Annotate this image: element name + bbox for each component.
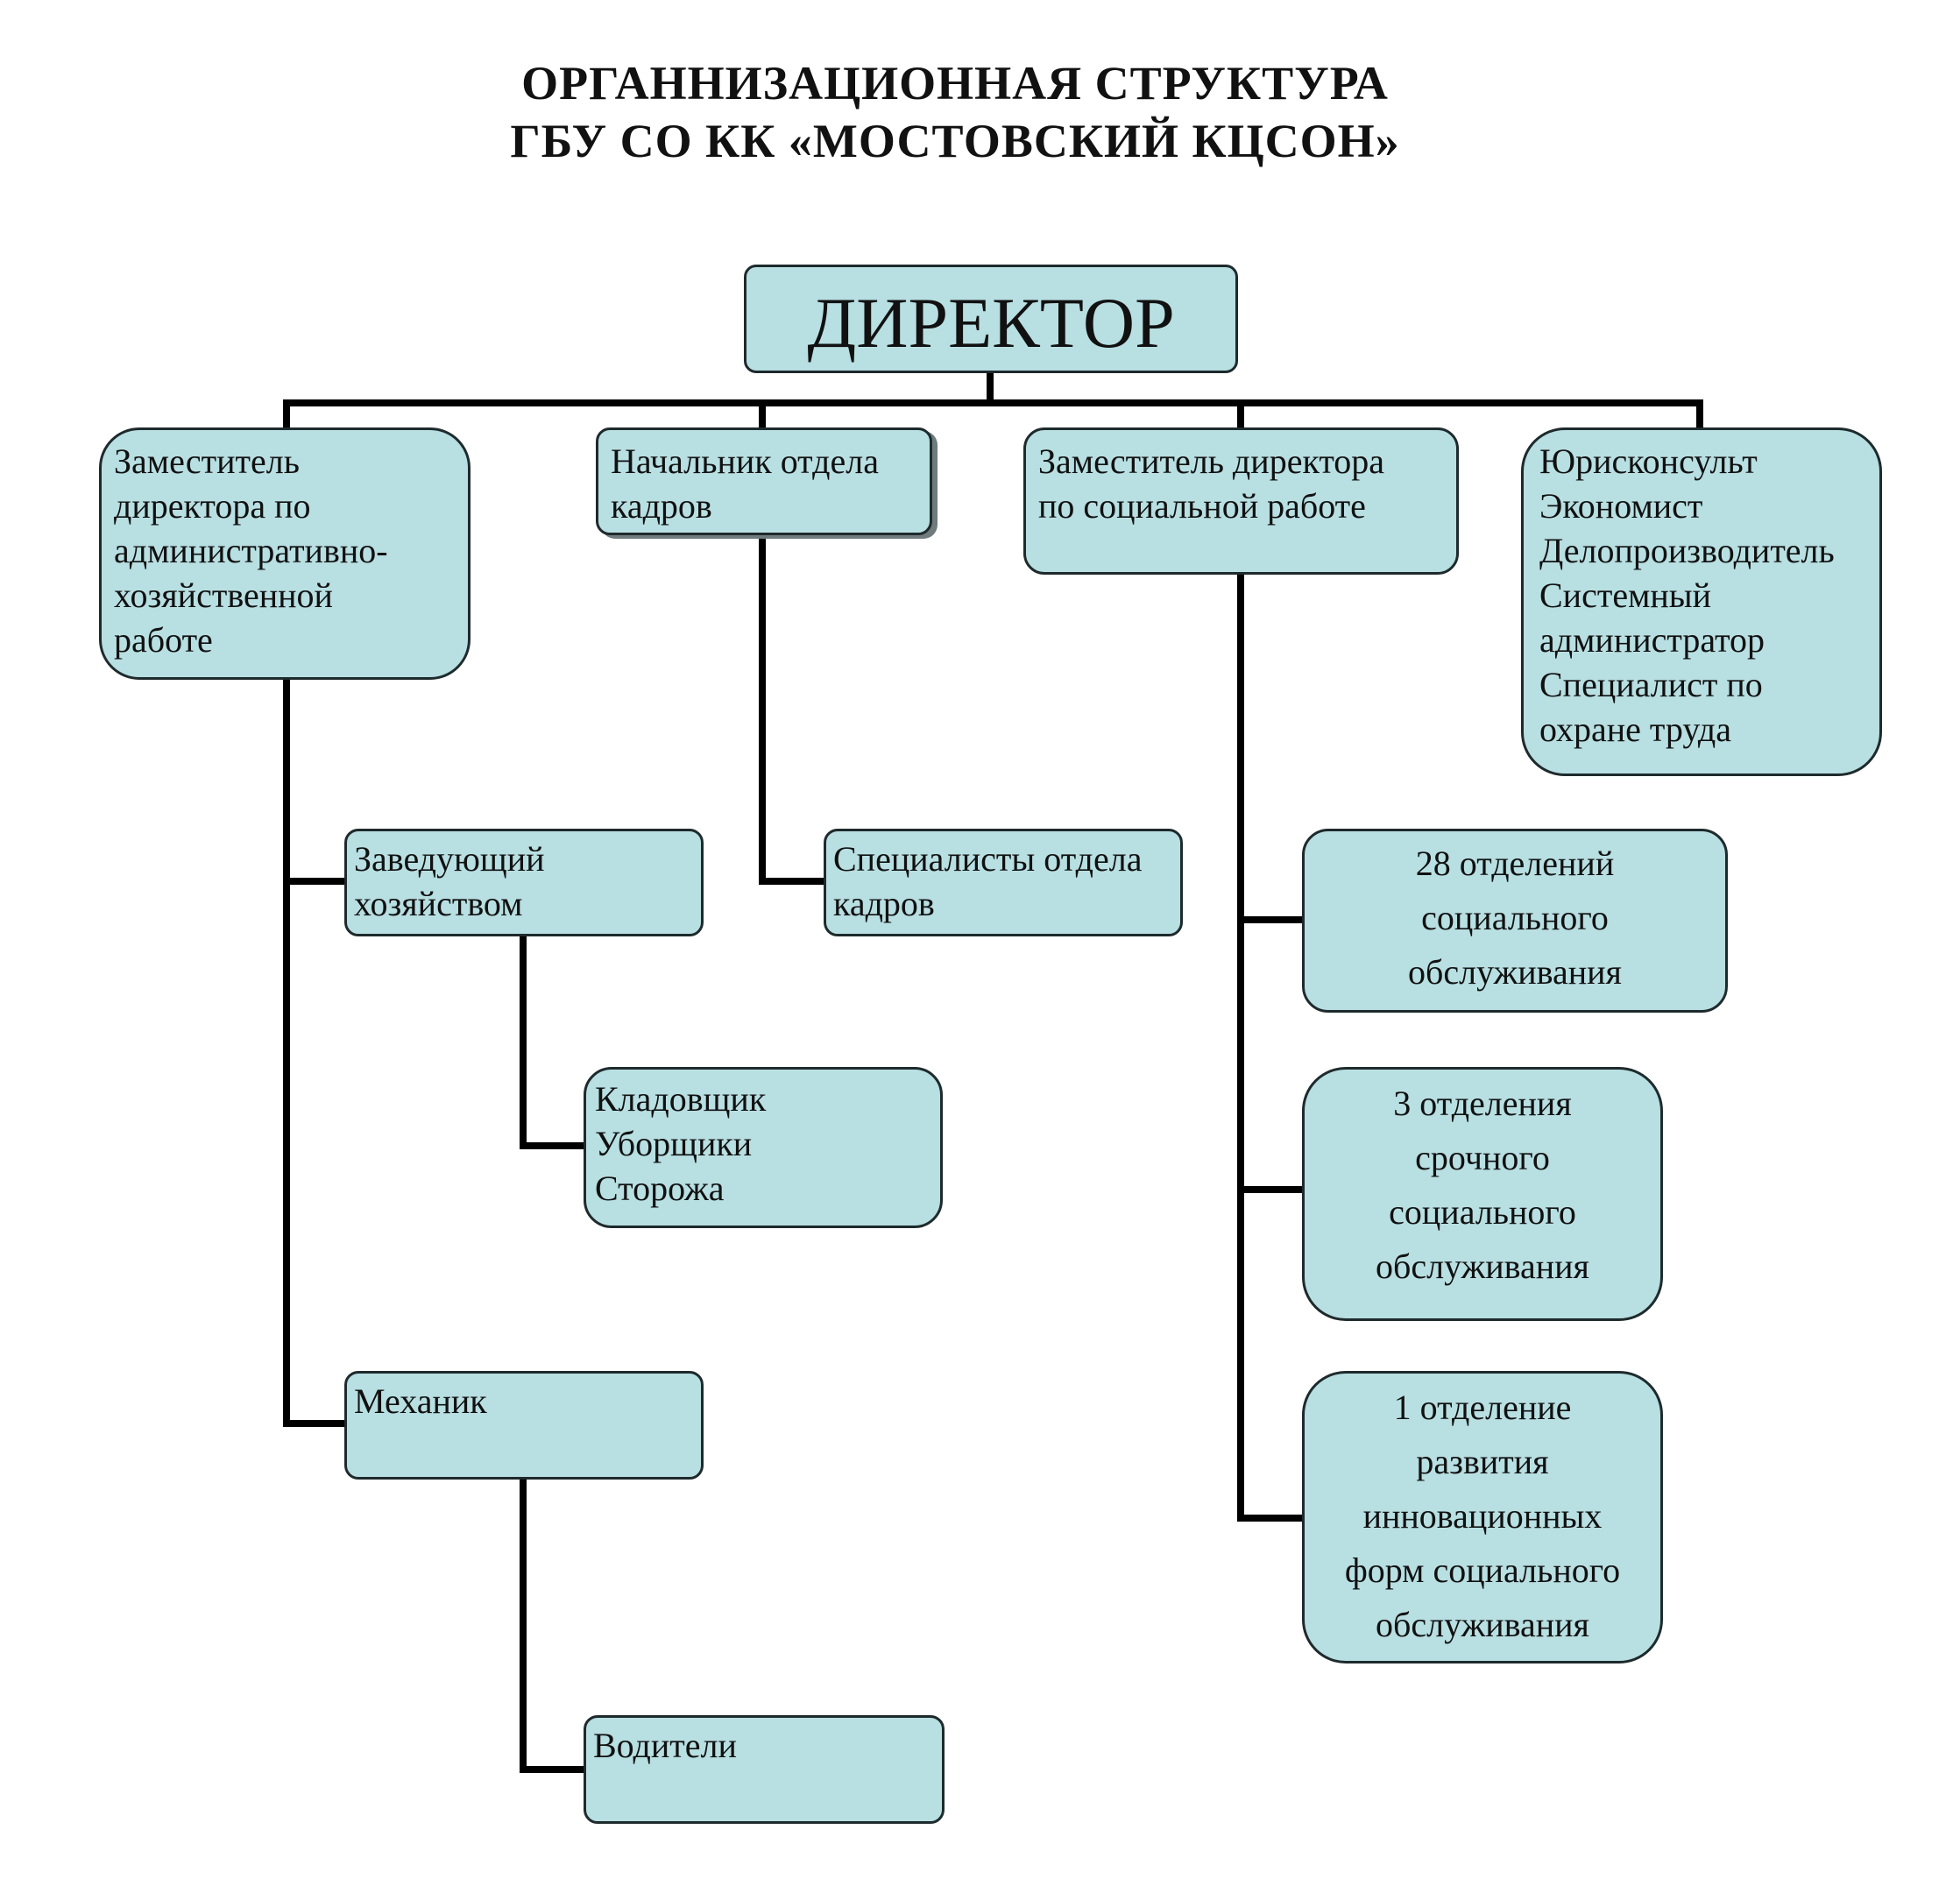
urgent-departments-line: социального — [1389, 1192, 1576, 1232]
hr-head-line: Начальник отдела — [611, 441, 879, 481]
deputy-admin-line: директора по — [114, 486, 311, 526]
staff-line: Экономист — [1539, 486, 1703, 526]
storekeeper-group-box: Кладовщик Уборщики Сторожа — [584, 1067, 943, 1228]
hr-specialists-line: Специалисты отдела — [833, 839, 1143, 879]
staff-line: охране труда — [1539, 710, 1731, 749]
staff-line: Системный — [1539, 576, 1712, 615]
drivers-line: Водители — [593, 1726, 737, 1765]
deputy-admin-line: Заместитель — [114, 441, 300, 481]
urgent-departments-box: 3 отделения срочного социального обслужи… — [1302, 1067, 1663, 1321]
page-title-line-1: ОРГАННИЗАЦИОННАЯ СТРУКТУРА — [521, 57, 1389, 109]
urgent-departments-line: 3 отделения — [1393, 1084, 1572, 1123]
drivers-box: Водители — [584, 1715, 945, 1824]
hr-specialists-line: кадров — [833, 884, 935, 923]
hr-specialists-box: Специалисты отдела кадров — [824, 829, 1183, 936]
innovation-department-line: 1 отделение — [1393, 1388, 1572, 1427]
urgent-departments-line: срочного — [1415, 1138, 1550, 1177]
storekeeper-group-line: Уборщики — [595, 1124, 753, 1163]
social-departments-box: 28 отделений социального обслуживания — [1302, 829, 1728, 1013]
mechanic-box: Механик — [344, 1371, 704, 1480]
mechanic-line: Механик — [354, 1381, 487, 1421]
page-title-line-2: ГБУ СО КК «МОСТОВСКИЙ КЦСОН» — [510, 115, 1400, 167]
innovation-department-line: обслуживания — [1376, 1605, 1589, 1644]
social-departments-line: социального — [1421, 898, 1609, 937]
staff-line: администратор — [1539, 620, 1765, 660]
innovation-department-line: форм социального — [1344, 1550, 1621, 1590]
staff-line: Делопроизводитель — [1539, 531, 1835, 570]
deputy-admin-line: хозяйственной — [114, 576, 333, 615]
innovation-department-line: инновационных — [1362, 1496, 1603, 1536]
deputy-admin-line: административно- — [114, 531, 388, 570]
deputy-social-line: по социальной работе — [1038, 486, 1366, 526]
deputy-social-box: Заместитель директора по социальной рабо… — [1023, 427, 1459, 575]
storekeeper-group-line: Кладовщик — [595, 1079, 767, 1119]
supply-manager-line: Заведующий — [354, 839, 545, 879]
urgent-departments-line: обслуживания — [1376, 1247, 1589, 1286]
director-box: ДИРЕКТОР — [744, 265, 1238, 373]
storekeeper-group-line: Сторожа — [595, 1169, 725, 1208]
deputy-admin-box: Заместитель директора по административно… — [99, 427, 471, 680]
staff-line: Юрисконсульт — [1539, 441, 1758, 481]
social-departments-line: обслуживания — [1408, 952, 1622, 992]
supply-manager-line: хозяйством — [354, 884, 523, 923]
staff-line: Специалист по — [1539, 665, 1763, 704]
innovation-department-box: 1 отделение развития инновационных форм … — [1302, 1371, 1663, 1663]
deputy-social-line: Заместитель директора — [1038, 441, 1385, 481]
hr-head-box: Начальник отдела кадров — [596, 427, 932, 535]
supply-manager-box: Заведующий хозяйством — [344, 829, 704, 936]
innovation-department-line: развития — [1416, 1442, 1549, 1481]
director-label: ДИРЕКТОР — [807, 283, 1175, 363]
staff-box: Юрисконсульт Экономист Делопроизводитель… — [1521, 427, 1882, 776]
social-departments-line: 28 отделений — [1415, 844, 1615, 883]
deputy-admin-line: работе — [114, 620, 213, 660]
hr-head-line: кадров — [611, 486, 712, 526]
